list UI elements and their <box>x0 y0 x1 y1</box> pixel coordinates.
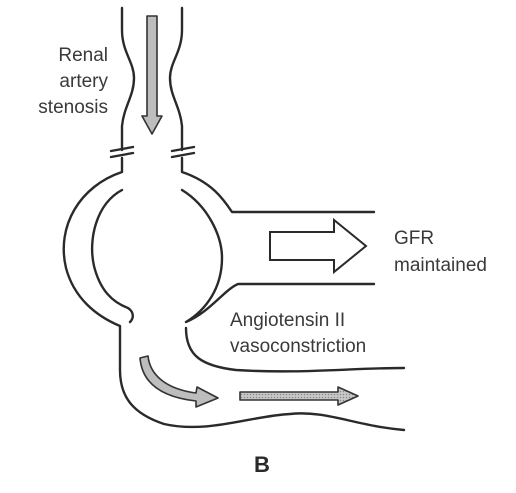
gfr-outflow-arrow <box>270 220 366 272</box>
artery-break-marks <box>111 147 194 157</box>
stenosis-label-line-2: artery <box>59 71 108 92</box>
afferent-arteriole-outer-wall <box>64 158 404 430</box>
glomerulus-inner-loop <box>92 190 133 322</box>
artery-wall-left <box>122 8 134 150</box>
stenosis-label-line-1: Renal <box>58 45 108 66</box>
angiotensin-label-line-2: vasoconstriction <box>230 336 366 357</box>
inflow-arrow-down <box>142 16 162 134</box>
gfr-label-line-1: GFR <box>394 228 434 249</box>
artery-wall-right <box>170 8 182 150</box>
angiotensin-label-line-1: Angiotensin II <box>230 310 345 331</box>
stenosis-label-line-3: stenosis <box>38 97 108 118</box>
efferent-flow-arrow-right <box>240 387 358 405</box>
gfr-label-line-2: maintained <box>394 255 487 276</box>
afferent-arteriole-inner-wall <box>182 158 374 212</box>
panel-letter: B <box>254 452 270 477</box>
